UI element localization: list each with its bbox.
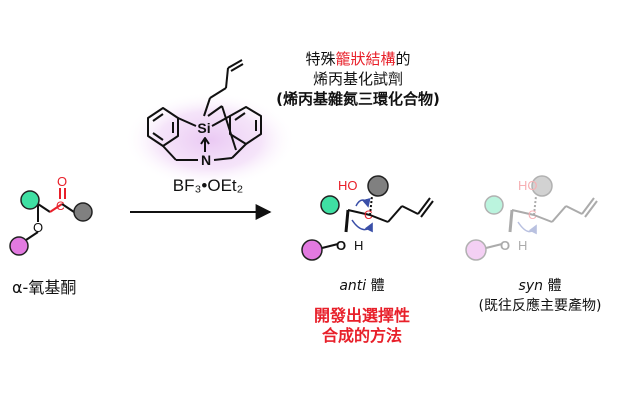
anti-interaction-arrow-2	[355, 197, 371, 208]
anti-o: O	[336, 238, 346, 253]
reagent-desc-line2: 烯丙基化試劑	[312, 70, 404, 88]
atom-si: Si	[197, 120, 210, 136]
anti-label: anti 體	[339, 278, 384, 295]
green-substituent	[20, 190, 40, 210]
syn-label-italic: syn	[518, 278, 543, 294]
anti-green-substituent	[320, 195, 340, 215]
anti-desc-line2: 合成的方法	[321, 326, 403, 345]
atom-n: N	[201, 152, 211, 168]
syn-label-rest: 體	[543, 278, 562, 294]
reagent-desc-highlight: 籠狀結構	[335, 50, 396, 68]
reagent-desc-line1: 特殊籠狀結構的	[305, 50, 410, 68]
reagent-desc-line3: (烯丙基雜氮三環化合物)	[276, 90, 440, 108]
anti-gray-substituent	[367, 175, 389, 197]
anti-label-italic: anti	[339, 278, 367, 294]
syn-ho: HO	[518, 178, 538, 193]
lewis-acid-label: BF₃•OEt₂	[172, 176, 244, 195]
syn-magenta-substituent	[465, 239, 487, 261]
anti-desc-line1: 開發出選擇性	[313, 306, 411, 325]
substrate-c: C	[56, 199, 65, 213]
reagent-desc-pre: 特殊	[305, 50, 336, 68]
substrate-o-ether: O	[33, 220, 43, 235]
substrate-structure	[9, 188, 93, 256]
anti-magenta-substituent	[301, 239, 323, 261]
cage-reagent-structure	[147, 59, 262, 161]
syn-label: syn 體	[519, 278, 562, 295]
syn-green-substituent	[484, 195, 504, 215]
substrate-o-carbonyl: O	[57, 174, 67, 189]
syn-gray-substituent	[531, 175, 553, 197]
reagent-glow	[124, 92, 296, 188]
anti-ho: HO	[338, 178, 358, 193]
syn-desc: (既往反應主要產物)	[478, 298, 602, 314]
syn-h: H	[518, 238, 527, 253]
gray-substituent	[73, 202, 93, 222]
anti-h: H	[354, 238, 363, 253]
syn-o: O	[500, 238, 510, 253]
anti-product-structure	[301, 175, 434, 261]
anti-label-rest: 體	[366, 278, 385, 294]
magenta-substituent	[9, 236, 29, 256]
syn-product-structure: HO C O H	[465, 175, 598, 261]
substrate-label: α-氧基酮	[12, 278, 77, 297]
syn-interaction-arrow	[517, 221, 537, 235]
anti-c: C	[364, 208, 373, 222]
anti-interaction-arrow-1	[351, 219, 373, 233]
reagent-desc-post: 的	[395, 50, 411, 68]
syn-c: C	[528, 208, 537, 222]
